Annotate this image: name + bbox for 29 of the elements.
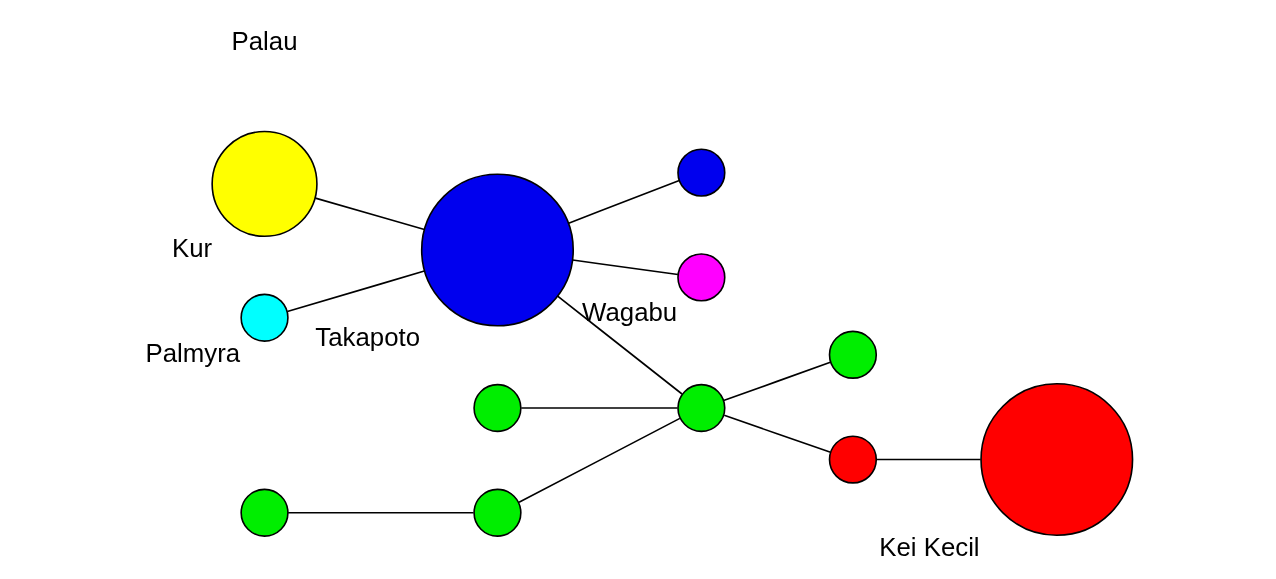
node-circle xyxy=(239,488,289,537)
node-label: Takapoto xyxy=(314,323,420,352)
connector xyxy=(722,361,831,402)
node-label: Kur xyxy=(171,233,212,262)
node-circle xyxy=(828,330,877,379)
connector xyxy=(314,197,425,231)
node-label: Kei Kecil xyxy=(878,532,980,561)
node-circle xyxy=(472,488,522,537)
connector xyxy=(571,259,679,276)
connector xyxy=(556,295,683,395)
connector xyxy=(567,179,680,224)
connector xyxy=(517,417,681,504)
connector xyxy=(286,511,474,514)
node-circle xyxy=(828,435,877,484)
node-circle xyxy=(676,253,726,302)
connector xyxy=(520,407,678,409)
connector xyxy=(875,458,981,461)
node-circle xyxy=(979,383,1133,537)
node-circle xyxy=(420,173,574,327)
node-label: Wagabu xyxy=(581,298,677,327)
connector xyxy=(286,270,425,313)
node-circle xyxy=(210,130,318,238)
connector xyxy=(722,414,831,454)
node-circle xyxy=(676,148,726,197)
node-label: Palmyra xyxy=(145,338,240,367)
node-circle xyxy=(239,293,289,342)
node-circle xyxy=(676,383,726,433)
label: Palau xyxy=(231,26,298,55)
node-circle xyxy=(472,383,522,433)
